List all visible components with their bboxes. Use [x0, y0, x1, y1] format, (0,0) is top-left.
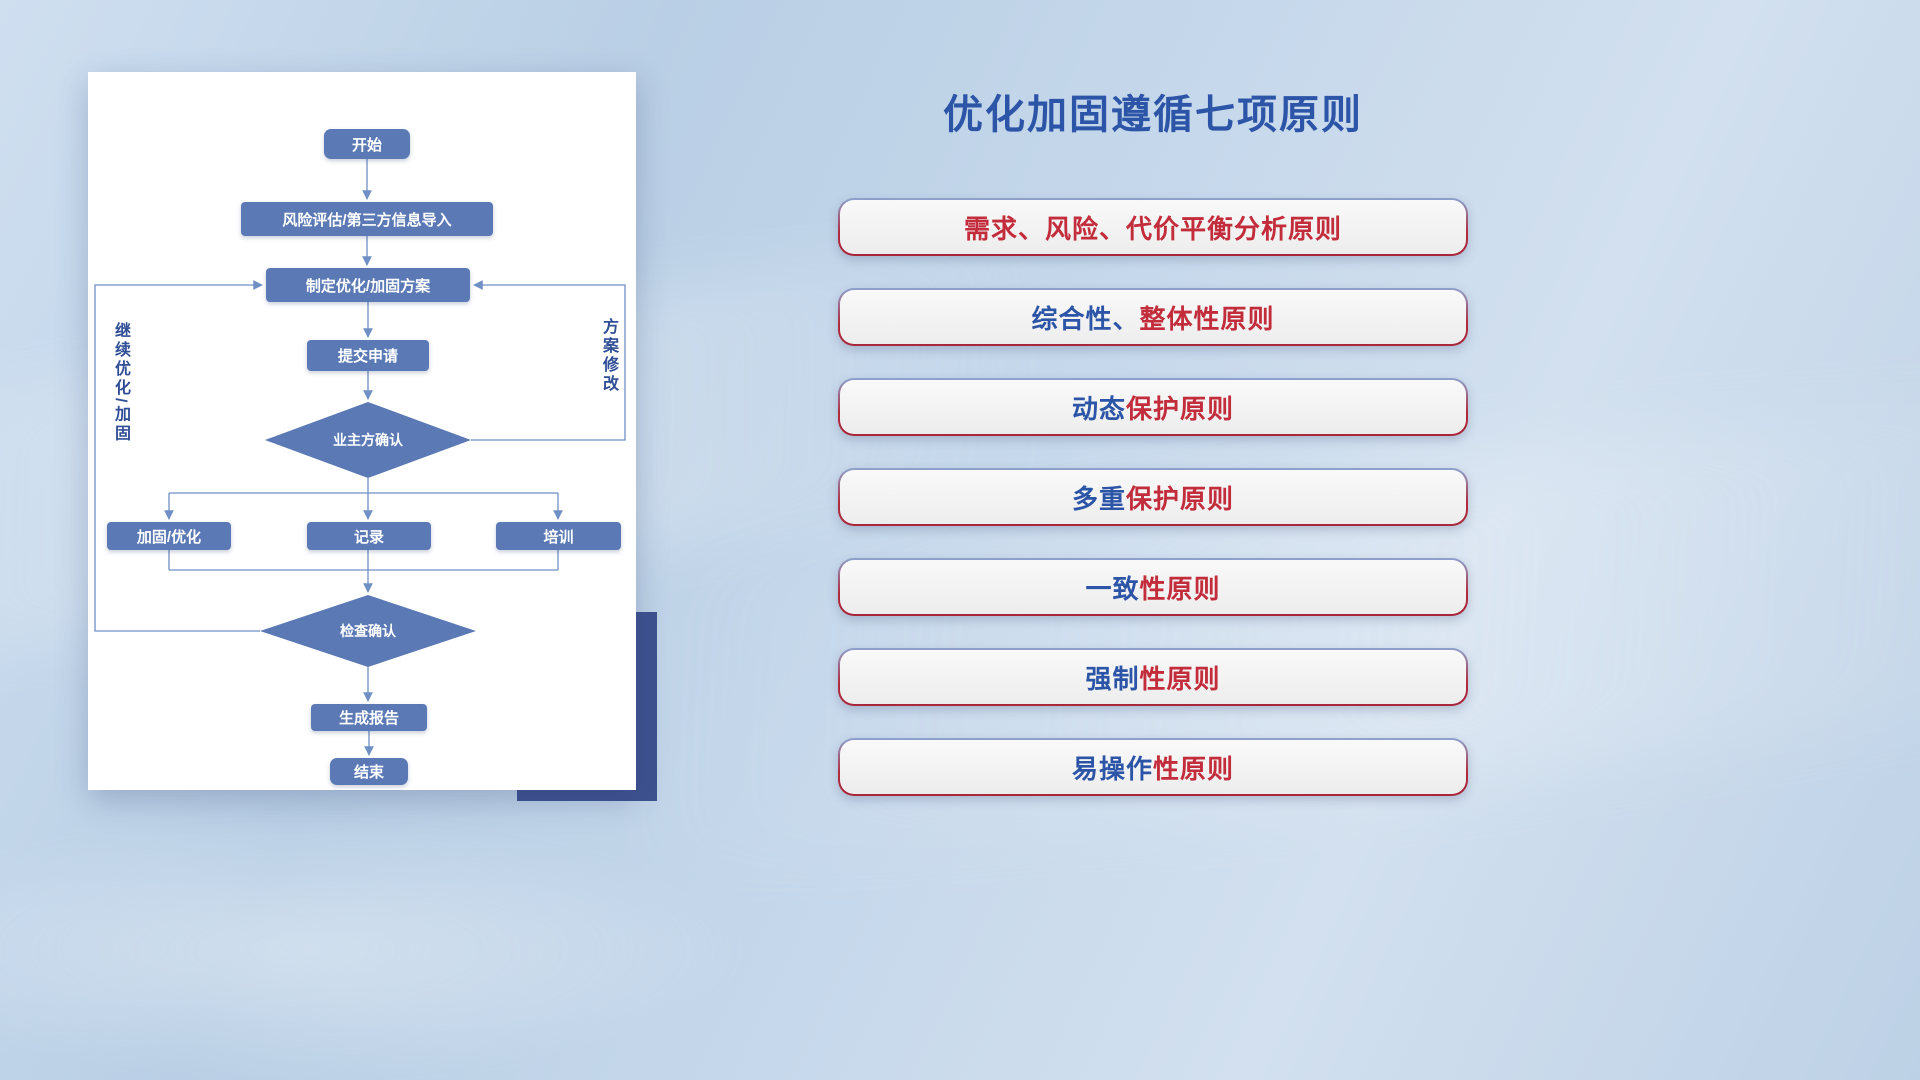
- flow-node-record: 记录: [307, 522, 431, 550]
- flow-node-make-plan: 制定优化/加固方案: [266, 268, 470, 302]
- flow-node-reinforce: 加固/优化: [107, 522, 231, 550]
- principle-text-red: 需求、风险、代价平衡分析原则: [963, 213, 1342, 244]
- principle-text-blue: 动态: [1071, 393, 1126, 424]
- loop-label-continue-optimization: 继续优化/加固: [112, 322, 129, 444]
- principle-pill-5: 一致 性原则: [838, 558, 1468, 616]
- principle-text-red: 性原则: [1139, 573, 1221, 604]
- flow-connectors: [94, 159, 626, 756]
- principle-text-blue: 一致: [1085, 573, 1140, 604]
- principles-list: 需求、风险、代价平衡分析原则 综合性、 整体性原则 动态 保护原则 多重 保护原…: [838, 198, 1468, 796]
- flow-node-report: 生成报告: [311, 704, 427, 731]
- principle-pill-7: 易操作 性原则: [838, 738, 1468, 796]
- principles-panel: 优化加固遵循七项原则 需求、风险、代价平衡分析原则 综合性、 整体性原则 动态 …: [838, 92, 1468, 796]
- principle-text-blue: 强制: [1085, 663, 1140, 694]
- principle-text-blue: 易操作: [1071, 753, 1153, 784]
- page-title: 优化加固遵循七项原则: [943, 93, 1363, 137]
- principle-text-blue: 多重: [1071, 483, 1126, 514]
- flow-node-end: 结束: [330, 758, 408, 785]
- principle-text-red: 性原则: [1139, 663, 1221, 694]
- principle-text-red: 保护原则: [1126, 483, 1235, 514]
- background-streak: [0, 820, 750, 1080]
- principle-pill-3: 动态 保护原则: [838, 378, 1468, 436]
- flow-node-start: 开始: [324, 129, 410, 159]
- principle-text-red: 性原则: [1153, 753, 1235, 784]
- principle-text-red: 整体性原则: [1139, 303, 1275, 334]
- loop-label-plan-modification: 方案修改: [600, 318, 617, 394]
- principle-pill-4: 多重 保护原则: [838, 468, 1468, 526]
- flow-node-submit: 提交申请: [307, 340, 429, 371]
- flow-node-risk-import: 风险评估/第三方信息导入: [241, 202, 493, 236]
- flowchart-card: 开始 风险评估/第三方信息导入 制定优化/加固方案 提交申请 业主方确认 加固/…: [88, 72, 636, 790]
- principle-pill-6: 强制 性原则: [838, 648, 1468, 706]
- principle-text-blue: 综合性、: [1031, 303, 1140, 334]
- principle-text-red: 保护原则: [1126, 393, 1235, 424]
- flow-node-training: 培训: [496, 522, 621, 550]
- principle-pill-1: 需求、风险、代价平衡分析原则: [838, 198, 1468, 256]
- principle-pill-2: 综合性、 整体性原则: [838, 288, 1468, 346]
